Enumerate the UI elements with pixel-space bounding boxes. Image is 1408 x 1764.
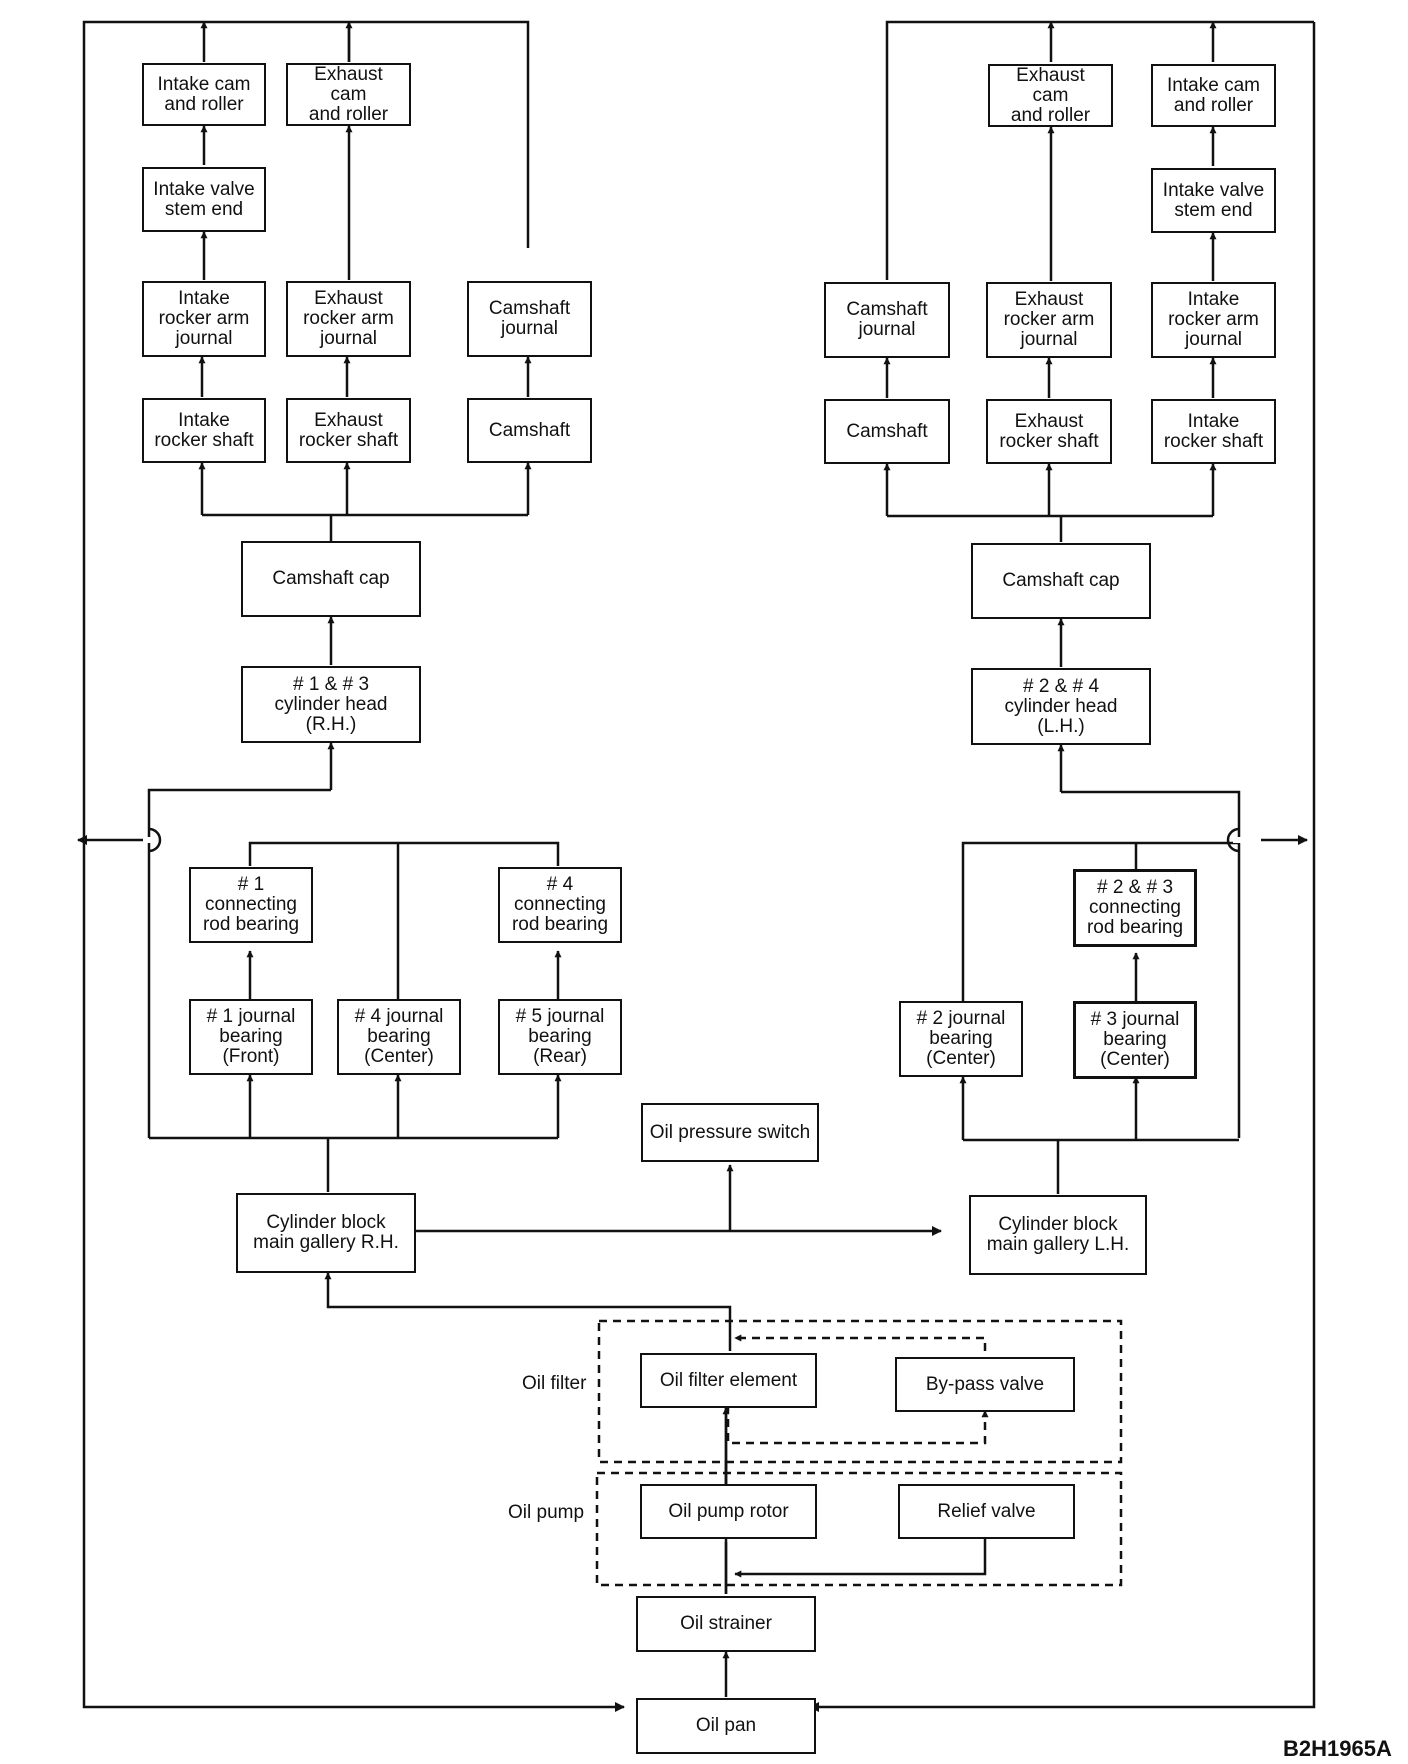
lh-intake-valve-stem-box: Intake valve stem end [1151, 168, 1276, 233]
relief-valve-box: Relief valve [898, 1484, 1075, 1539]
rh-intake-valve-stem-box: Intake valve stem end [142, 167, 266, 232]
rh-exhaust-rocker-shaft-box: Exhaust rocker shaft [286, 398, 411, 463]
journal-bearing-2-box: # 2 journal bearing (Center) [899, 1001, 1023, 1077]
rh-cylinder-head-box: # 1 & # 3 cylinder head (R.H.) [241, 666, 421, 743]
oil-pump-rotor-box: Oil pump rotor [640, 1484, 817, 1539]
rh-outer-return-line [82, 20, 625, 1712]
bypass-valve-box: By-pass valve [895, 1357, 1075, 1412]
oil-filter-element-box: Oil filter element [640, 1353, 817, 1408]
rh-intake-rocker-arm-journal-box: Intake rocker arm journal [142, 281, 266, 357]
rh-camshaft-box: Camshaft [467, 398, 592, 463]
journal-bearing-4-box: # 4 journal bearing (Center) [337, 999, 461, 1075]
lh-camshaft-cap-box: Camshaft cap [971, 543, 1151, 619]
rh-camshaft-journal-box: Camshaft journal [467, 281, 592, 357]
journal-bearing-3-box: # 3 journal bearing (Center) [1073, 1001, 1197, 1079]
oil-filter-label: Oil filter [522, 1373, 587, 1394]
oil-pump-label: Oil pump [508, 1502, 585, 1523]
main-gallery-lh-box: Cylinder block main gallery L.H. [969, 1195, 1147, 1275]
lh-camshaft-box: Camshaft [824, 399, 950, 464]
conrod-bearing-2-3-box: # 2 & # 3 connecting rod bearing [1073, 869, 1197, 947]
lh-cylinder-head-box: # 2 & # 4 cylinder head (L.H.) [971, 668, 1151, 745]
lh-outer-return-line [809, 22, 1316, 1712]
oil-pressure-switch-box: Oil pressure switch [641, 1103, 819, 1162]
lh-intake-rocker-shaft-box: Intake rocker shaft [1151, 399, 1276, 464]
journal-bearing-5-box: # 5 journal bearing (Rear) [498, 999, 622, 1075]
lh-intake-rocker-arm-journal-box: Intake rocker arm journal [1151, 282, 1276, 358]
lh-exhaust-rocker-arm-journal-box: Exhaust rocker arm journal [986, 282, 1112, 358]
oil-pump-enclosure [595, 1471, 1123, 1587]
oil-strainer-box: Oil strainer [636, 1596, 816, 1652]
conrod-bearing-4-box: # 4 connecting rod bearing [498, 867, 622, 943]
lh-intake-cam-roller-box: Intake cam and roller [1151, 64, 1276, 127]
rh-exhaust-rocker-arm-journal-box: Exhaust rocker arm journal [286, 281, 411, 357]
lh-exhaust-cam-roller-box: Exhaust cam and roller [988, 64, 1113, 127]
main-gallery-rh-box: Cylinder block main gallery R.H. [236, 1193, 416, 1273]
rh-camshaft-cap-box: Camshaft cap [241, 541, 421, 617]
conrod-bearing-1-box: # 1 connecting rod bearing [189, 867, 313, 943]
rh-intake-cam-roller-box: Intake cam and roller [142, 63, 266, 126]
rh-intake-rocker-shaft-box: Intake rocker shaft [142, 398, 266, 463]
oil-filter-enclosure [597, 1319, 1123, 1464]
oil-pan-box: Oil pan [636, 1698, 816, 1754]
journal-bearing-1-box: # 1 journal bearing (Front) [189, 999, 313, 1075]
lh-exhaust-rocker-shaft-box: Exhaust rocker shaft [986, 399, 1112, 464]
figure-code: B2H1965A [1283, 1736, 1392, 1761]
rh-exhaust-cam-roller-box: Exhaust cam and roller [286, 63, 411, 126]
lh-camshaft-journal-box: Camshaft journal [824, 282, 950, 358]
